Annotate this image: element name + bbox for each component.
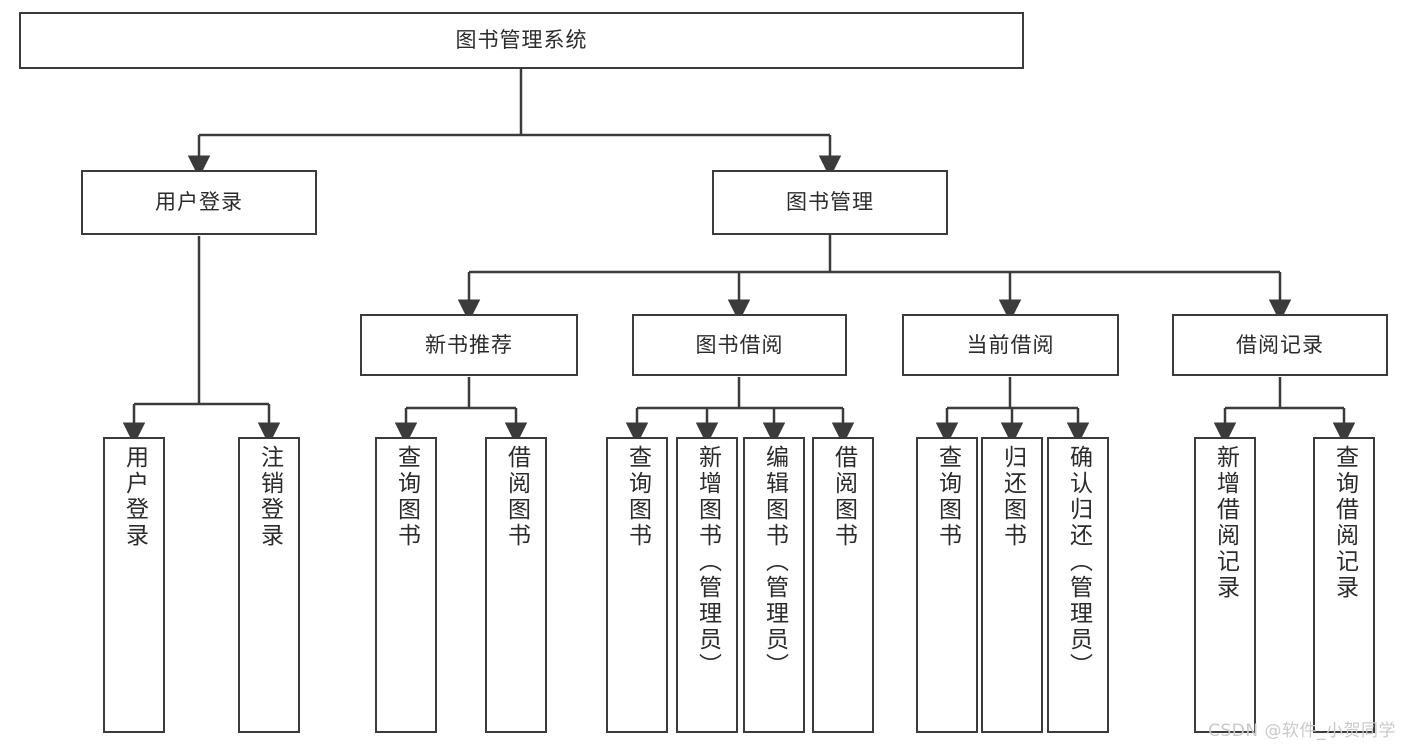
node-label: 图书管理系统 — [455, 28, 588, 53]
node-label: 图书管理 — [786, 190, 874, 215]
node-leaf-edit-book[interactable]: 编辑图书（管理员） — [743, 437, 805, 733]
node-label: 注销登录 — [256, 445, 283, 549]
node-leaf-borrow-book-2[interactable]: 借阅图书 — [812, 437, 874, 733]
node-leaf-user-login[interactable]: 用户登录 — [103, 437, 165, 733]
node-leaf-query-book-3[interactable]: 查询图书 — [916, 437, 978, 733]
node-leaf-return-book[interactable]: 归还图书 — [981, 437, 1043, 733]
node-label: 查询图书 — [393, 445, 420, 549]
node-label: 当前借阅 — [966, 332, 1055, 357]
node-label: 新书推荐 — [425, 332, 513, 357]
csdn-watermark: CSDN @软件_小贺同学 — [1208, 721, 1396, 741]
node-leaf-add-book[interactable]: 新增图书（管理员） — [676, 437, 738, 733]
node-label: 借阅图书 — [503, 445, 530, 549]
node-label: 查询图书 — [624, 445, 651, 549]
node-label: 查询图书 — [934, 445, 961, 549]
node-new-book-recommend[interactable]: 新书推荐 — [360, 314, 578, 376]
node-book-management-system[interactable]: 图书管理系统 — [19, 12, 1024, 69]
node-label: 借阅图书 — [830, 445, 857, 549]
node-label: 确认归还（管理员） — [1065, 445, 1092, 679]
node-label: 用户登录 — [121, 445, 148, 549]
node-leaf-add-record[interactable]: 新增借阅记录 — [1194, 437, 1256, 733]
node-leaf-query-book-1[interactable]: 查询图书 — [375, 437, 437, 733]
node-label: 归还图书 — [999, 445, 1026, 549]
node-label: 借阅记录 — [1236, 332, 1324, 357]
node-leaf-confirm-return[interactable]: 确认归还（管理员） — [1047, 437, 1109, 733]
node-label: 新增图书（管理员） — [694, 445, 721, 679]
node-label: 查询借阅记录 — [1331, 445, 1358, 601]
node-book-management[interactable]: 图书管理 — [712, 170, 948, 235]
node-label: 用户登录 — [155, 190, 243, 215]
node-current-borrow[interactable]: 当前借阅 — [902, 314, 1119, 376]
node-leaf-user-logout[interactable]: 注销登录 — [238, 437, 300, 733]
node-leaf-borrow-book-1[interactable]: 借阅图书 — [485, 437, 547, 733]
node-label: 新增借阅记录 — [1212, 445, 1239, 601]
node-book-borrow[interactable]: 图书借阅 — [632, 314, 847, 376]
node-label: 图书借阅 — [695, 332, 784, 357]
node-leaf-query-record[interactable]: 查询借阅记录 — [1313, 437, 1375, 733]
node-label: 编辑图书（管理员） — [761, 445, 788, 679]
node-user-login[interactable]: 用户登录 — [81, 170, 317, 235]
node-leaf-query-book-2[interactable]: 查询图书 — [606, 437, 668, 733]
node-borrow-record[interactable]: 借阅记录 — [1172, 314, 1388, 376]
